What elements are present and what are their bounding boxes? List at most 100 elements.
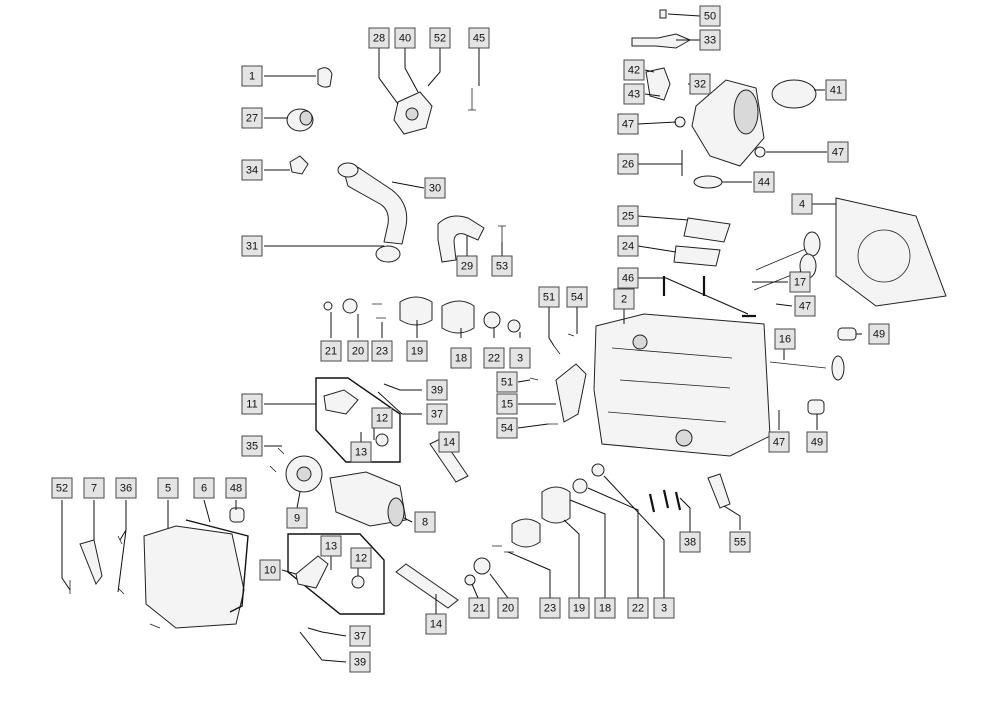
callout-number: 44: [758, 177, 770, 189]
part-bolts-51-54: [529, 333, 575, 425]
callout-number: 34: [246, 165, 258, 177]
callout-box: [241, 435, 263, 457]
callout-label: 54: [566, 286, 588, 308]
callout-number: 20: [352, 346, 364, 358]
callout-number: 37: [354, 631, 366, 643]
part-spring-18a: [441, 300, 475, 334]
callout-box: [594, 597, 616, 619]
callout-number: 46: [622, 273, 634, 285]
part-guide-49a: [837, 327, 857, 341]
callout-number: 49: [873, 329, 885, 341]
part-23a: [372, 303, 386, 319]
callout-box: [617, 235, 639, 257]
callout-label: 30: [424, 177, 446, 199]
rocker-group-frame-upper: [315, 377, 401, 463]
callout-box: [426, 403, 448, 425]
callout-label: 17: [789, 271, 811, 293]
part-spring-18b: [541, 486, 571, 524]
callout-label: 28: [368, 27, 390, 49]
callout-label: 33: [699, 29, 721, 51]
part-drawings: [69, 9, 947, 629]
part-valve-17: [755, 247, 809, 271]
part-guide-49b: [807, 399, 825, 415]
callout-number: 53: [496, 261, 508, 273]
callout-label: 19: [406, 340, 428, 362]
part-20b: [473, 557, 491, 575]
callout-number: 6: [201, 483, 207, 495]
callout-number: 17: [794, 277, 806, 289]
callout-label: 55: [729, 531, 751, 553]
part-bracket: [317, 67, 333, 88]
callout-label: 20: [347, 340, 369, 362]
callout-number: 10: [264, 565, 276, 577]
callout-number: 7: [91, 483, 97, 495]
callout-label: 49: [868, 323, 890, 345]
callout-label: 45: [468, 27, 490, 49]
callout-box: [496, 393, 518, 415]
callout-label: 51: [538, 286, 560, 308]
callout-box: [241, 65, 263, 87]
callout-number: 38: [684, 537, 696, 549]
callout-box: [617, 113, 639, 135]
callout-box: [51, 477, 73, 499]
callout-box: [225, 477, 247, 499]
callout-label: 52: [51, 477, 73, 499]
callout-box: [623, 59, 645, 81]
callout-label: 20: [497, 597, 519, 619]
callout-box: [320, 340, 342, 362]
callout-number: 12: [376, 413, 388, 425]
callout-label: 47: [794, 295, 816, 317]
callout-box: [424, 177, 446, 199]
callout-label: 39: [349, 651, 371, 673]
part-spring-19b: [511, 518, 541, 548]
callout-box: [241, 393, 263, 415]
callout-label: 26: [617, 153, 639, 175]
callout-number: 14: [430, 619, 442, 631]
callout-number: 23: [544, 603, 556, 615]
callout-number: 18: [455, 353, 467, 365]
part-21b: [464, 574, 476, 586]
callout-number: 55: [734, 537, 746, 549]
part-intake-clamp-41: [771, 79, 817, 109]
callout-number: 22: [632, 603, 644, 615]
callout-box: [349, 651, 371, 673]
callout-box: [241, 159, 263, 181]
callout-box: [483, 347, 505, 369]
callout-label: 53: [491, 255, 513, 277]
callout-number: 39: [431, 385, 443, 397]
callout-box: [259, 559, 281, 581]
callout-box: [438, 431, 460, 453]
part-camshaft-8: [329, 471, 407, 527]
callout-number: 11: [246, 399, 257, 411]
callout-label: 14: [438, 431, 460, 453]
callout-label: 39: [426, 379, 448, 401]
callout-label: 44: [753, 171, 775, 193]
callout-label: 48: [225, 477, 247, 499]
callout-label: 3: [509, 347, 531, 369]
callout-label: 29: [456, 255, 478, 277]
callout-box: [566, 286, 588, 308]
part-shim-3b: [591, 463, 605, 477]
callout-number: 47: [622, 119, 634, 131]
callout-number: 41: [830, 85, 842, 97]
callout-box: [193, 477, 215, 499]
callout-number: 19: [573, 603, 585, 615]
callout-box: [350, 441, 372, 463]
callout-box: [349, 625, 371, 647]
part-gasket-24: [673, 245, 721, 267]
callout-box: [406, 340, 428, 362]
callout-box: [679, 531, 701, 553]
callout-box: [538, 286, 560, 308]
callout-number: 23: [376, 346, 388, 358]
callout-label: 22: [483, 347, 505, 369]
callout-number: 47: [832, 147, 844, 159]
callout-number: 12: [355, 553, 367, 565]
part-elbow: [437, 215, 485, 263]
callout-label: 47: [827, 141, 849, 163]
callout-label: 43: [623, 83, 645, 105]
part-screw-50: [659, 9, 667, 19]
callout-number: 47: [773, 437, 785, 449]
callout-box: [653, 597, 675, 619]
callout-label: 9: [286, 507, 308, 529]
